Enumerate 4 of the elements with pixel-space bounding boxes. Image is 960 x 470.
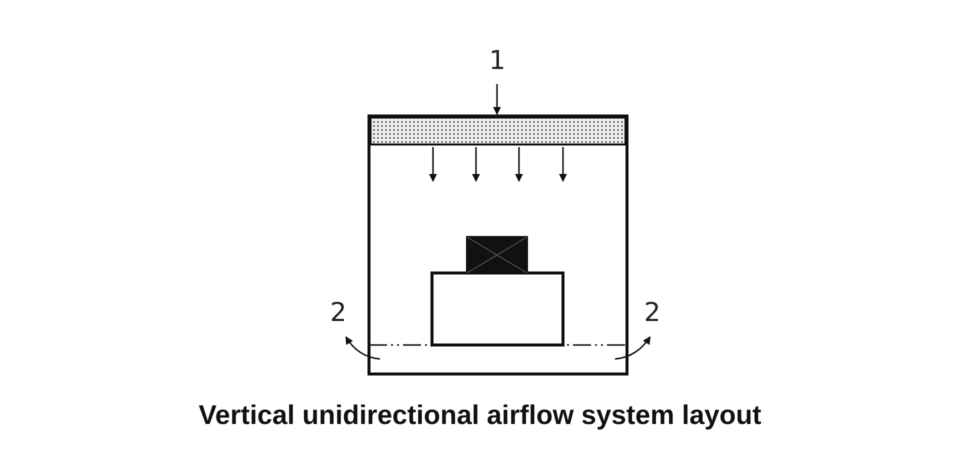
caption: Vertical unidirectional airflow system layout bbox=[198, 400, 762, 431]
callout-number: 2 bbox=[330, 300, 347, 326]
callout-number: 2 bbox=[644, 300, 661, 326]
callout-number: 1 bbox=[489, 48, 506, 74]
